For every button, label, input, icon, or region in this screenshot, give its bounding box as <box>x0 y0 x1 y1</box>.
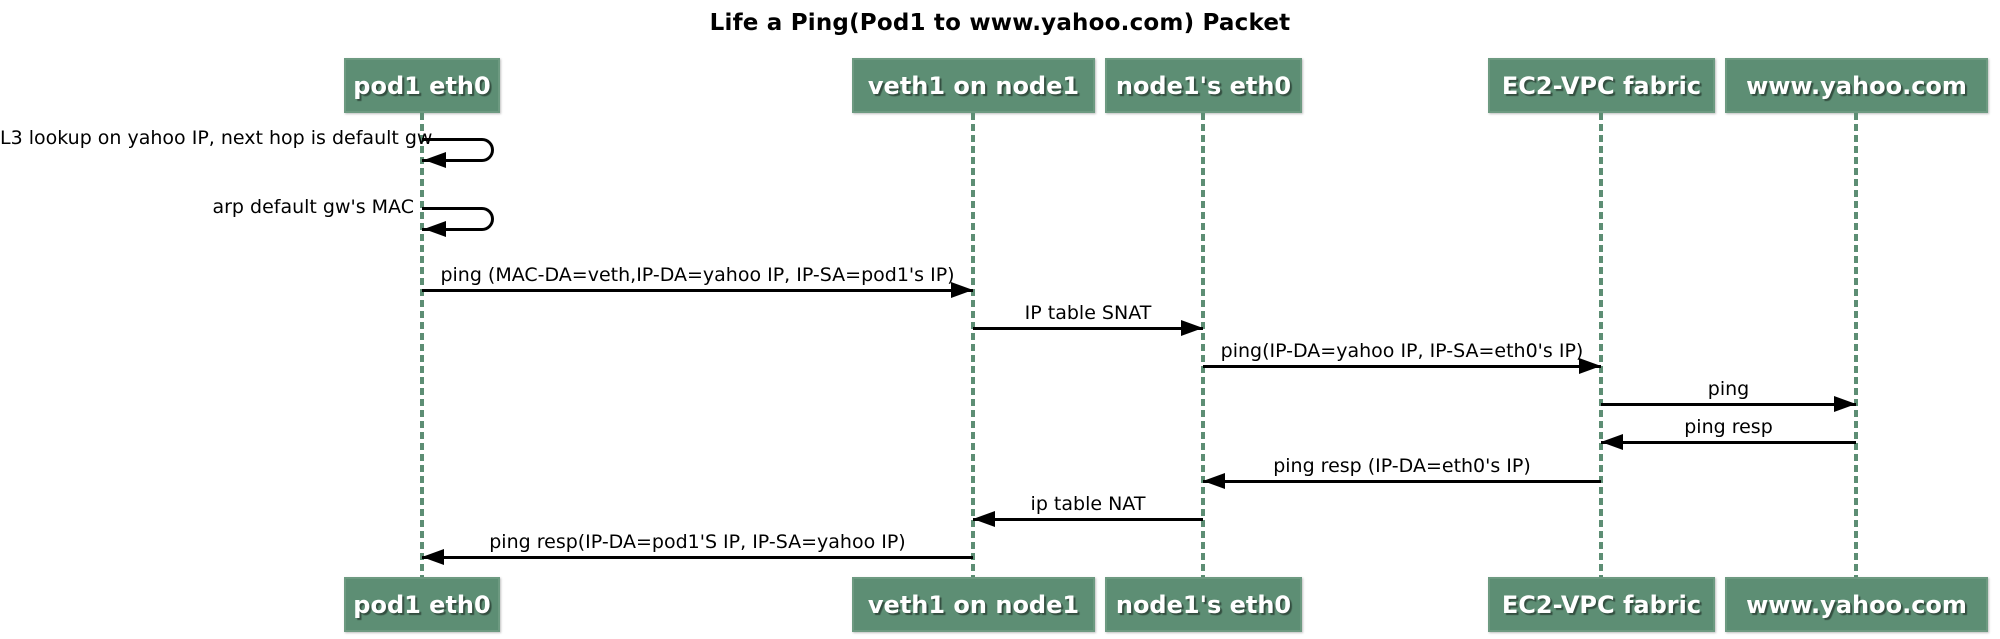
arrowhead-right-icon <box>1579 358 1601 374</box>
self-message-loop-arp <box>422 207 494 231</box>
actor-pod1-eth0-bottom: pod1 eth0 <box>344 577 500 632</box>
message-label-ping-resp-to-pod1: ping resp(IP-DA=pod1'S IP, IP-SA=yahoo I… <box>489 531 906 553</box>
message-label-ping-pod1-to-veth1: ping (MAC-DA=veth,IP-DA=yahoo IP, IP-SA=… <box>440 264 955 286</box>
actor-ec2-vpc-fabric-top: EC2-VPC fabric <box>1488 58 1715 113</box>
actor-pod1-eth0-top: pod1 eth0 <box>344 58 500 113</box>
message-label-ip-table-snat: IP table SNAT <box>1024 302 1152 324</box>
message-label-ping-resp: ping resp <box>1684 416 1773 438</box>
actor-www-yahoo-com-bottom: www.yahoo.com <box>1725 577 1988 632</box>
message-line <box>1203 365 1601 368</box>
message-label-ip-table-nat: ip table NAT <box>1030 493 1146 515</box>
self-message-label-l3-lookup: L3 lookup on yahoo IP, next hop is defau… <box>0 127 433 149</box>
actor-veth1-on-node1-bottom: veth1 on node1 <box>852 577 1095 632</box>
message-line <box>1601 441 1856 444</box>
arrowhead-left-icon <box>1203 473 1225 489</box>
arrowhead-left-icon <box>1601 434 1623 450</box>
arrowhead-right-icon <box>1181 320 1203 336</box>
arrowhead-left-icon <box>424 221 446 237</box>
message-label-ping-resp-to-eth0: ping resp (IP-DA=eth0's IP) <box>1273 455 1531 477</box>
lifeline-ec2-vpc-fabric <box>1599 113 1603 577</box>
message-label-ping: ping <box>1707 378 1750 400</box>
message-line <box>973 518 1203 521</box>
diagram-title: Life a Ping(Pod1 to www.yahoo.com) Packe… <box>709 10 1291 36</box>
lifeline-www-yahoo-com <box>1854 113 1858 577</box>
actor-ec2-vpc-fabric-bottom: EC2-VPC fabric <box>1488 577 1715 632</box>
lifeline-veth1-on-node1 <box>971 113 975 577</box>
arrowhead-right-icon <box>951 282 973 298</box>
actor-veth1-on-node1-top: veth1 on node1 <box>852 58 1095 113</box>
arrowhead-left-icon <box>973 511 995 527</box>
arrowhead-left-icon <box>422 549 444 565</box>
self-message-loop-l3-lookup <box>422 138 494 162</box>
actor-node1s-eth0-bottom: node1's eth0 <box>1105 577 1302 632</box>
message-line <box>422 556 973 559</box>
arrowhead-right-icon <box>1834 396 1856 412</box>
actor-node1s-eth0-top: node1's eth0 <box>1105 58 1302 113</box>
message-label-ping-eth0-to-fabric: ping(IP-DA=yahoo IP, IP-SA=eth0's IP) <box>1220 340 1584 362</box>
lifeline-node1s-eth0 <box>1201 113 1205 577</box>
lifeline-pod1-eth0 <box>420 113 424 577</box>
message-line <box>973 327 1203 330</box>
arrowhead-left-icon <box>424 152 446 168</box>
message-line <box>1203 480 1601 483</box>
message-line <box>1601 403 1856 406</box>
message-line <box>422 289 973 292</box>
self-message-label-arp: arp default gw's MAC <box>212 196 414 218</box>
actor-www-yahoo-com-top: www.yahoo.com <box>1725 58 1988 113</box>
